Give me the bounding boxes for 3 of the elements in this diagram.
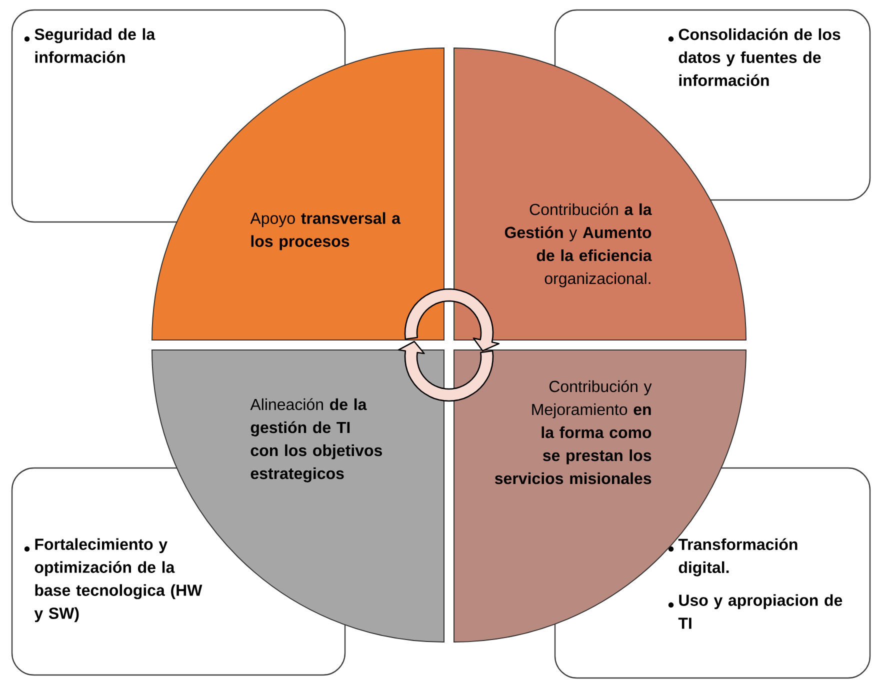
curved-arrow — [398, 340, 494, 402]
quadrant: Apoyo transversal a los procesos — [152, 48, 444, 340]
curved-arrow — [404, 288, 500, 352]
